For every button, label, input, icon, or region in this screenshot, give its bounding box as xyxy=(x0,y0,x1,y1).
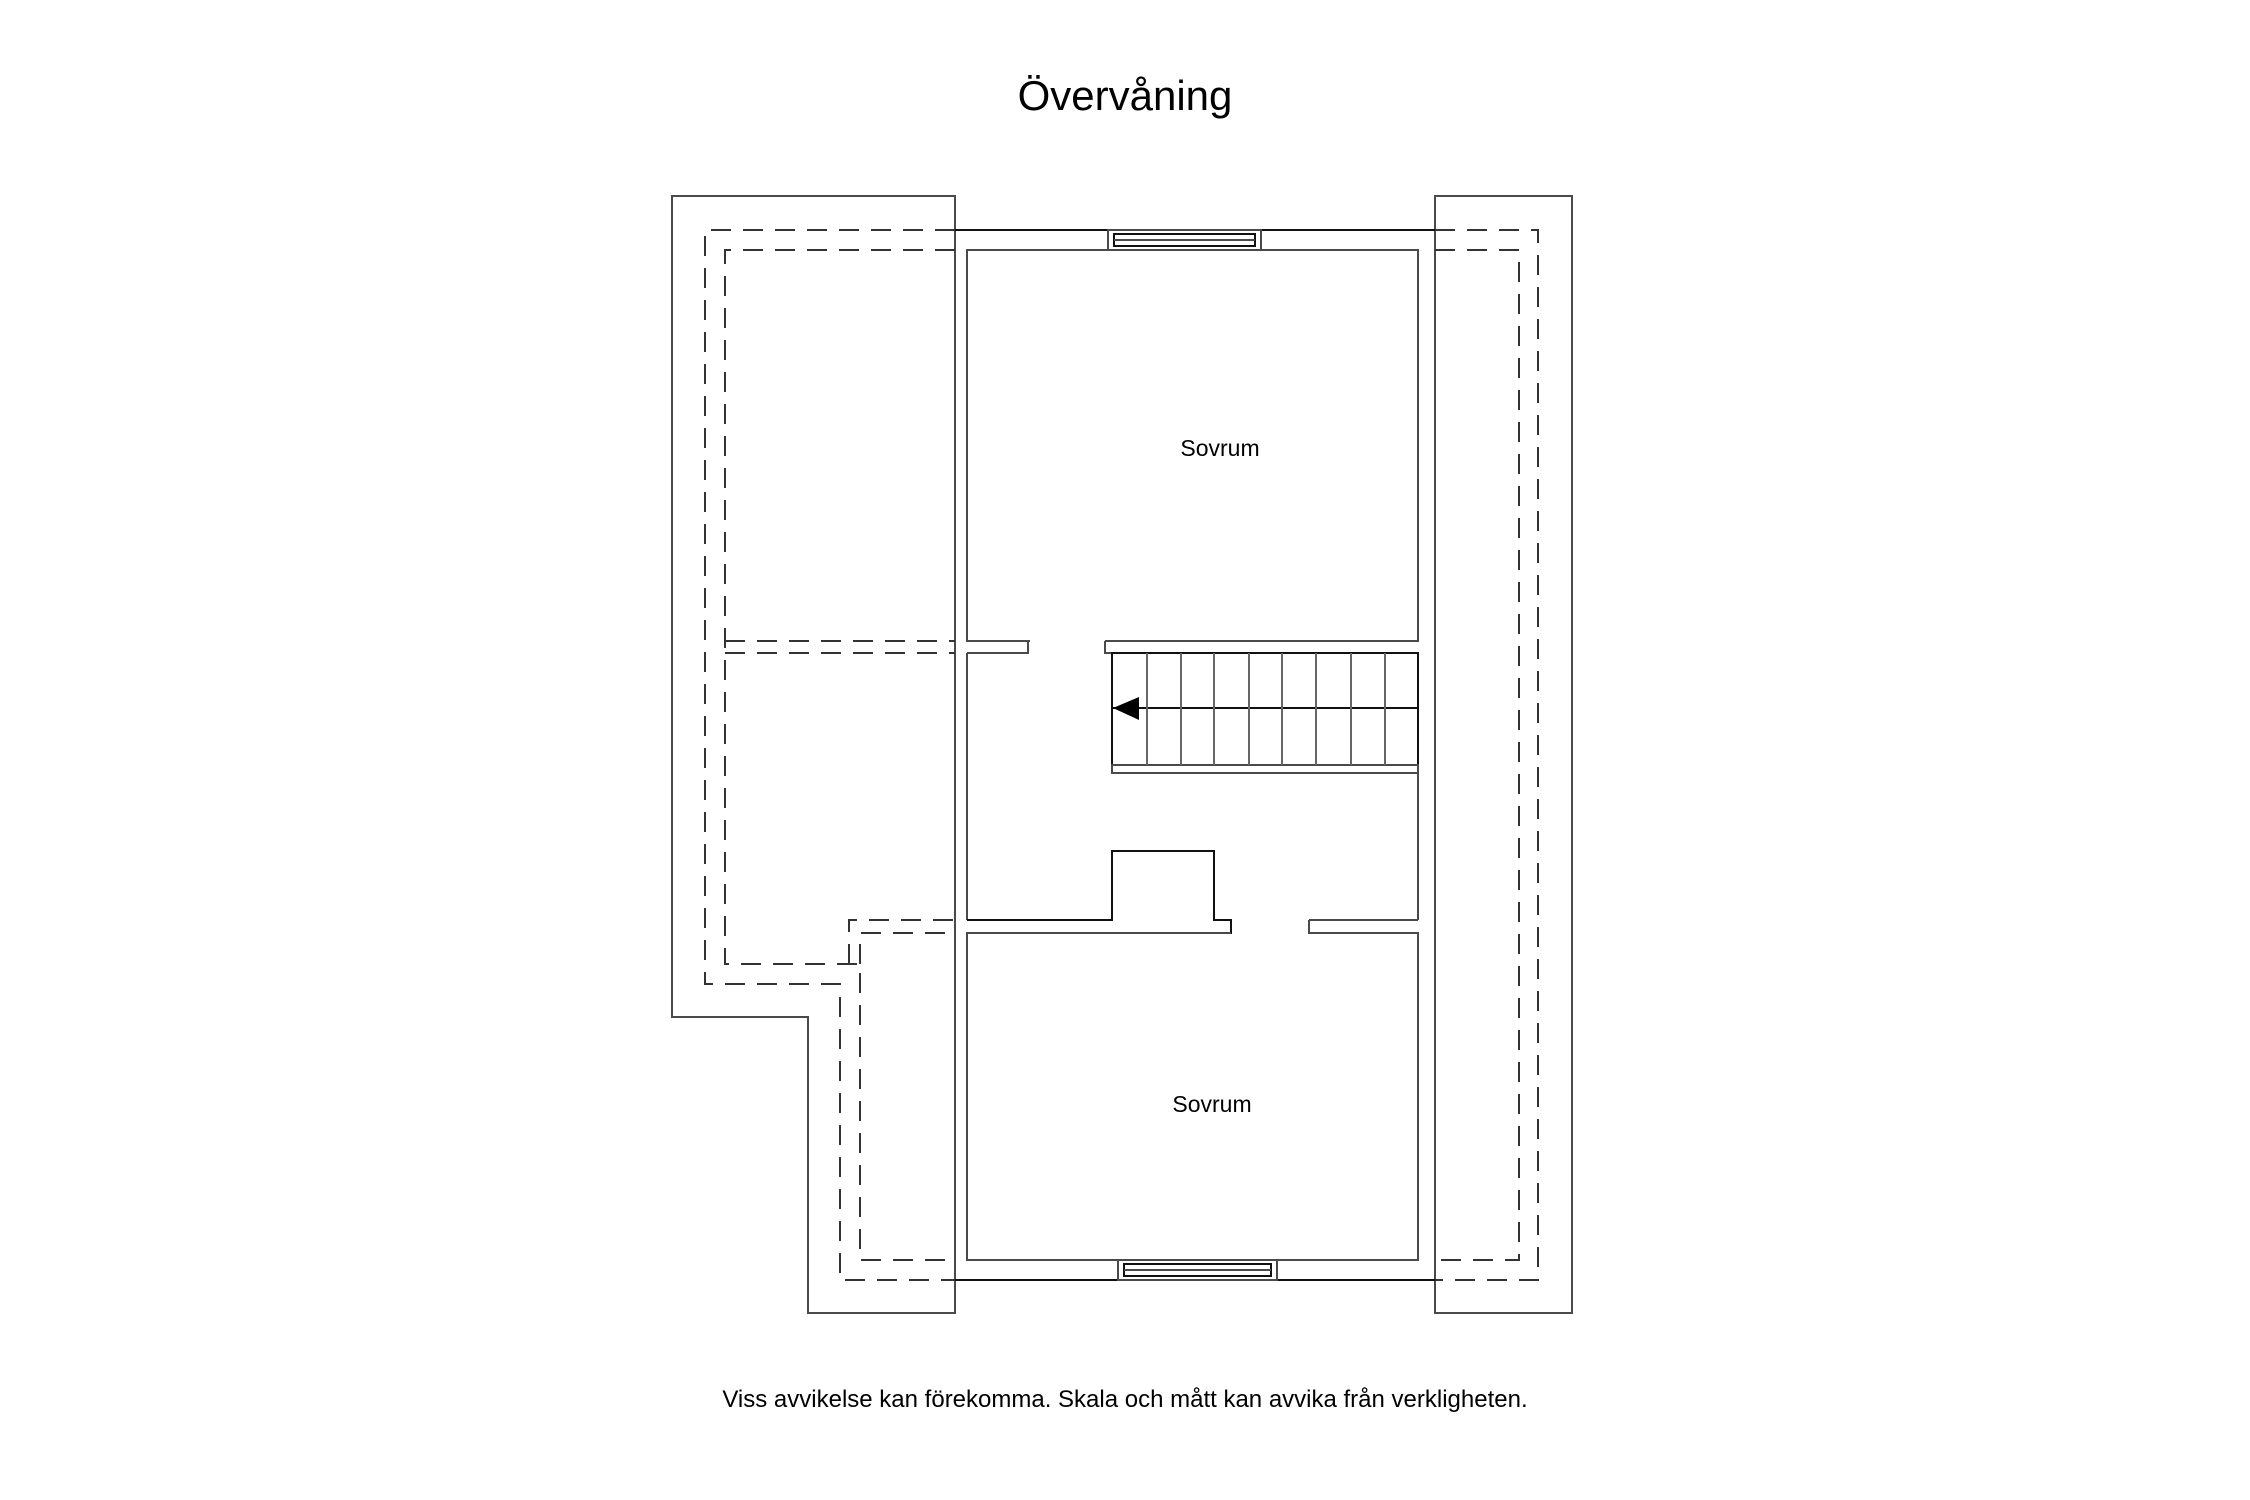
left-step-dashed-2 xyxy=(859,932,955,964)
upper-door-stub-left xyxy=(967,641,1029,654)
window-bottom xyxy=(1117,1259,1278,1281)
staircase xyxy=(1111,652,1419,774)
disclaimer-text: Viss avvikelse kan förekomma. Skala och … xyxy=(722,1386,1528,1413)
left-step-dashed-1 xyxy=(848,919,955,964)
stair-direction-arrow-icon xyxy=(1113,697,1139,720)
left-inner-dashed xyxy=(724,249,955,1261)
lower-door-stub-right xyxy=(1308,919,1418,934)
room-label-lower-bedroom: Sovrum xyxy=(1172,1091,1251,1117)
left-attic-outline xyxy=(671,195,956,1314)
right-outer-dashed xyxy=(1435,229,1539,1281)
upper-door-stub-right xyxy=(1104,641,1418,654)
right-inner-dashed xyxy=(1435,249,1520,1261)
room-label-upper-bedroom: Sovrum xyxy=(1180,435,1259,461)
left-outer-dashed xyxy=(704,229,955,1281)
closet xyxy=(967,850,1232,934)
floor-title: Övervåning xyxy=(1017,72,1233,119)
window-top xyxy=(1107,229,1262,251)
right-attic-outline xyxy=(1434,195,1573,1314)
